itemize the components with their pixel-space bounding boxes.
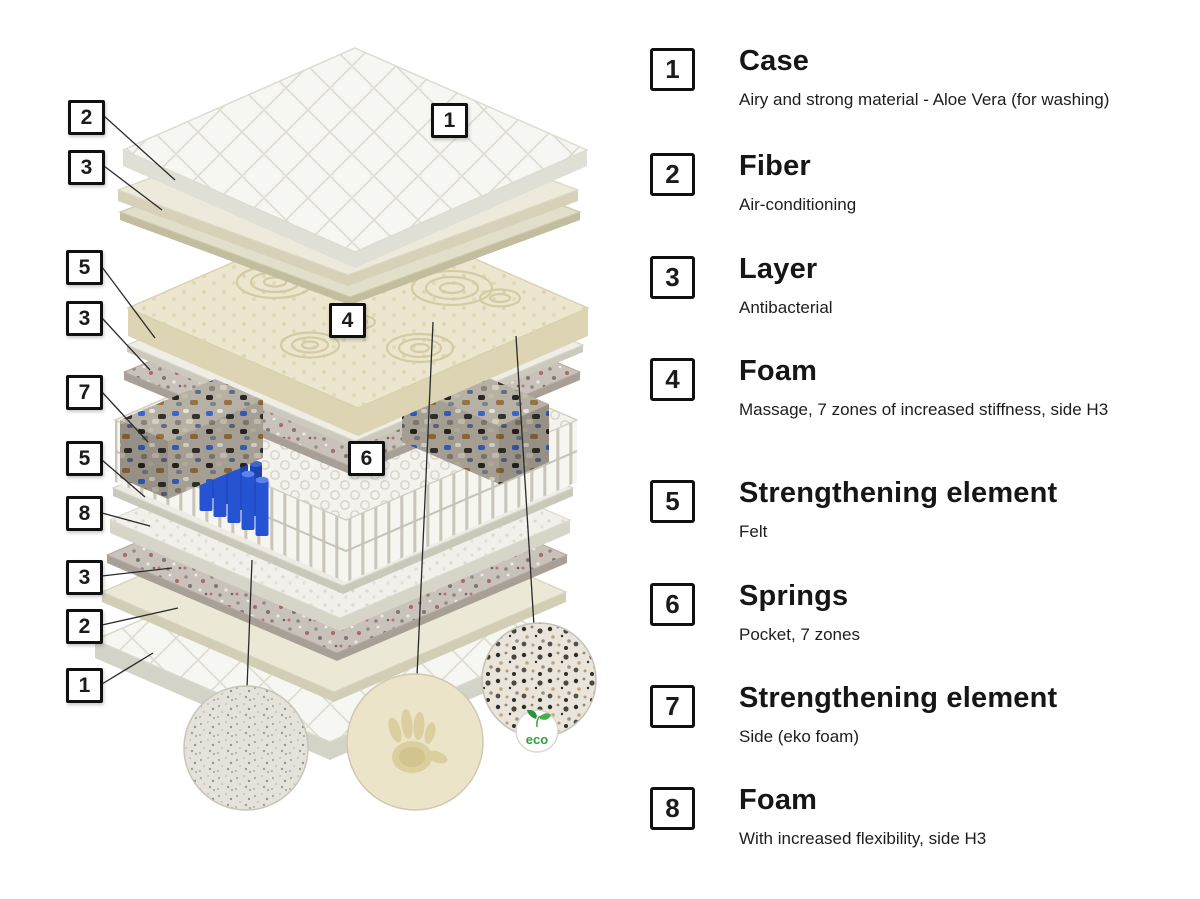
marker-layer-top: 3 <box>68 150 105 185</box>
texture-callout-memory-foam <box>346 673 484 811</box>
legend-item-case: 1 Case Airy and strong material - Aloe V… <box>650 45 1109 111</box>
legend-description: Side (eko foam) <box>739 727 859 747</box>
legend-title: Foam <box>739 355 818 387</box>
legend-description: Airy and strong material - Aloe Vera (fo… <box>739 90 1110 110</box>
texture-callout-eco-foam <box>183 685 309 811</box>
legend-description: Massage, 7 zones of increased stiffness,… <box>739 400 1109 420</box>
legend-title: Case <box>739 45 810 77</box>
legend-description: Felt <box>739 522 768 542</box>
eco-leaf-icon <box>527 709 551 728</box>
marker-fiber-top: 2 <box>68 100 105 135</box>
legend-description: Pocket, 7 zones <box>739 625 860 645</box>
legend-description: Antibacterial <box>739 298 833 318</box>
marker-felt-lower: 5 <box>66 441 103 476</box>
marker-springs: 6 <box>348 441 385 476</box>
legend-description: With increased flexibility, side H3 <box>739 829 987 849</box>
exploded-mattress-diagram: eco 2 3 5 3 7 5 8 3 2 1 1 4 6 <box>66 47 597 811</box>
legend-title: Springs <box>739 580 849 612</box>
eco-badge: eco <box>515 709 559 753</box>
legend-number-box: 8 <box>650 787 695 830</box>
blue-springs <box>199 443 269 536</box>
legend-item-foam-flexible: 8 Foam With increased flexibility, side … <box>650 784 986 850</box>
legend-number-box: 5 <box>650 480 695 523</box>
legend-item-fiber: 2 Fiber Air-conditioning <box>650 150 856 216</box>
legend-title: Strengthening element <box>739 477 1058 509</box>
legend-description: Air-conditioning <box>739 195 857 215</box>
marker-case-top: 1 <box>431 103 468 138</box>
marker-layer-middle: 3 <box>66 301 103 336</box>
legend-number-box: 7 <box>650 685 695 728</box>
legend-item-strengthening-side: 7 Strengthening element Side (eko foam) <box>650 682 1057 748</box>
legend-number-box: 6 <box>650 583 695 626</box>
marker-felt-upper: 5 <box>66 250 103 285</box>
marker-case-bottom: 1 <box>66 668 103 703</box>
legend-item-springs: 6 Springs Pocket, 7 zones <box>650 580 860 646</box>
legend-title: Layer <box>739 253 818 285</box>
marker-foam-massage: 4 <box>329 303 366 338</box>
marker-side-element: 7 <box>66 375 103 410</box>
handprint <box>388 709 448 773</box>
legend-number-box: 4 <box>650 358 695 401</box>
legend-title: Foam <box>739 784 818 816</box>
legend-number-box: 2 <box>650 153 695 196</box>
legend-number-box: 1 <box>650 48 695 91</box>
layer-case-top <box>121 47 589 268</box>
marker-fiber-bottom: 2 <box>66 609 103 644</box>
legend-title: Strengthening element <box>739 682 1058 714</box>
legend-item-layer: 3 Layer Antibacterial <box>650 253 833 319</box>
legend-item-foam-massage: 4 Foam Massage, 7 zones of increased sti… <box>650 355 1108 421</box>
marker-layer-bottom: 3 <box>66 560 103 595</box>
eco-badge-label: eco <box>526 732 548 747</box>
leader-lines <box>101 115 535 689</box>
legend-item-strengthening-felt: 5 Strengthening element Felt <box>650 477 1057 543</box>
legend-number-box: 3 <box>650 256 695 299</box>
legend: 1 Case Airy and strong material - Aloe V… <box>638 0 1200 899</box>
legend-title: Fiber <box>739 150 811 182</box>
marker-foam-flexible: 8 <box>66 496 103 531</box>
side-foam-block-left <box>120 379 263 499</box>
